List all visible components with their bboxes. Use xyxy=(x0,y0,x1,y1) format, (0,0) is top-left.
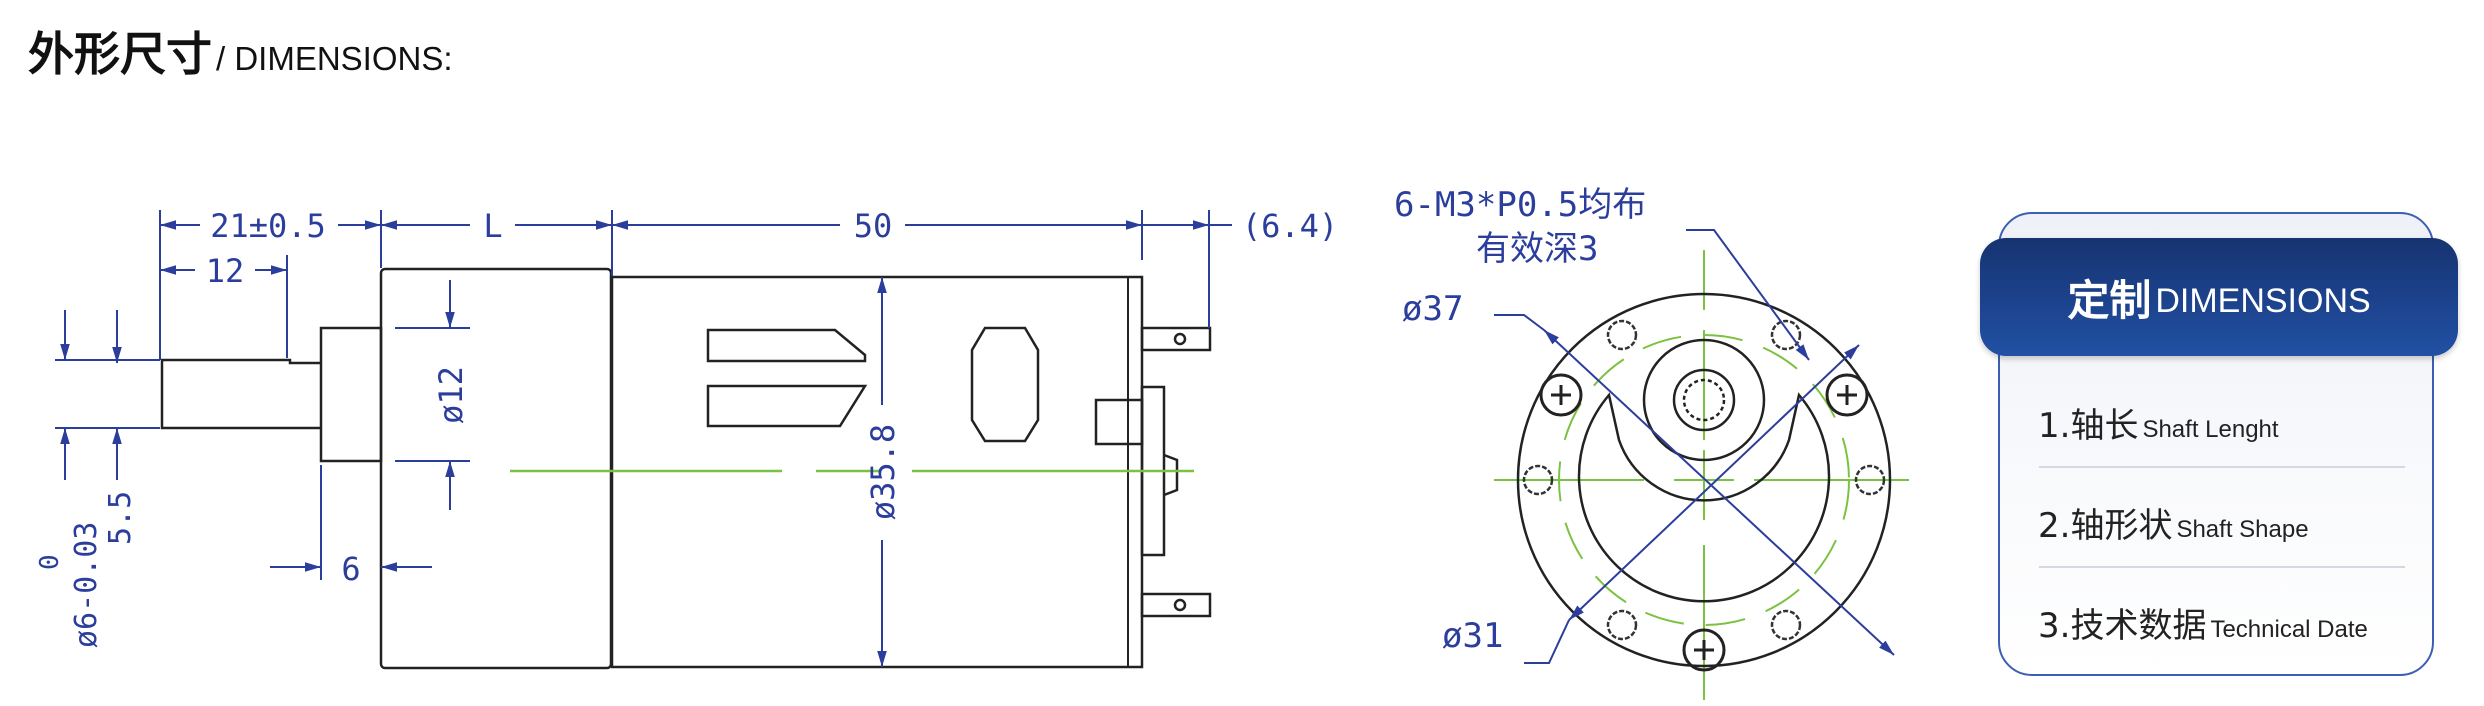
threaded-hole xyxy=(1770,319,1802,351)
front-view xyxy=(1494,229,1909,700)
dim-gearbox-length: L xyxy=(483,207,502,245)
dim-motor-diameter: ø35.8 xyxy=(864,424,902,520)
terminal-top xyxy=(1140,326,1212,352)
vent-slot-top xyxy=(706,328,867,363)
dim-shaft-length: 21±0.5 xyxy=(210,207,326,245)
card-title-en: DIMENSIONS xyxy=(2155,281,2371,320)
output-boss xyxy=(319,326,383,463)
card-title-cn: 定制 xyxy=(2067,275,2152,325)
dim-bolt-circle: ø31 xyxy=(1442,616,1503,656)
divider xyxy=(2039,466,2405,468)
item-label-en: Technical Date xyxy=(2210,616,2368,643)
dim-shaft-tolerance: 0 xyxy=(35,554,65,570)
dim-flat-length: 12 xyxy=(206,252,245,290)
terminal-bottom xyxy=(1140,592,1212,618)
page-title: 外形尺寸 / DIMENSIONS: xyxy=(28,18,453,84)
side-dimensions xyxy=(55,210,1232,667)
title-cn: 外形尺寸 xyxy=(28,27,212,81)
vent-slot-bottom xyxy=(706,384,868,428)
item-label-en: Shaft Lenght xyxy=(2142,416,2279,443)
side-dimension-labels: 21±0.5 12 L 50 (6.4) 6 ø12 ø35.8 ø6-0.03… xyxy=(35,207,1338,648)
item-label-cn: 2.轴形状 xyxy=(2038,506,2173,546)
card-item-shaft-length: 1.轴长 Shaft Lenght xyxy=(2038,398,2279,447)
screw-icon xyxy=(1825,373,1869,417)
card-item-technical-data: 3.技术数据 Technical Date xyxy=(2038,598,2368,647)
screw-note-line2: 有效深3 xyxy=(1476,229,1598,269)
front-dimension-labels: 6-M3*P0.5均布 有效深3 ø37 ø31 xyxy=(1394,185,1646,656)
title-en: / DIMENSIONS: xyxy=(216,40,453,77)
dim-boss-length: 6 xyxy=(341,550,360,588)
screw-note-line1: 6-M3*P0.5均布 xyxy=(1394,185,1646,225)
item-label-cn: 1.轴长 xyxy=(2038,406,2139,446)
threaded-hole xyxy=(1606,609,1638,641)
threaded-hole xyxy=(1770,609,1802,641)
dim-terminal-length: (6.4) xyxy=(1242,207,1338,245)
dim-shaft-diameter: ø6-0.03 xyxy=(69,522,104,648)
screw-icon xyxy=(1539,373,1583,417)
item-label-cn: 3.技术数据 xyxy=(2038,606,2207,646)
dim-motor-length: 50 xyxy=(854,207,893,245)
card-header: 定制 DIMENSIONS xyxy=(1980,238,2458,356)
threaded-hole xyxy=(1606,319,1638,351)
divider xyxy=(2039,566,2405,568)
dim-flat-width: 5.5 xyxy=(103,491,138,545)
oval-window xyxy=(970,326,1040,443)
dim-outer-diameter: ø37 xyxy=(1402,289,1463,329)
card-item-shaft-shape: 2.轴形状 Shaft Shape xyxy=(2038,498,2309,547)
side-view xyxy=(160,267,1212,670)
item-label-en: Shaft Shape xyxy=(2176,516,2309,543)
shaft xyxy=(160,358,321,430)
dim-boss-diameter: ø12 xyxy=(432,366,470,424)
